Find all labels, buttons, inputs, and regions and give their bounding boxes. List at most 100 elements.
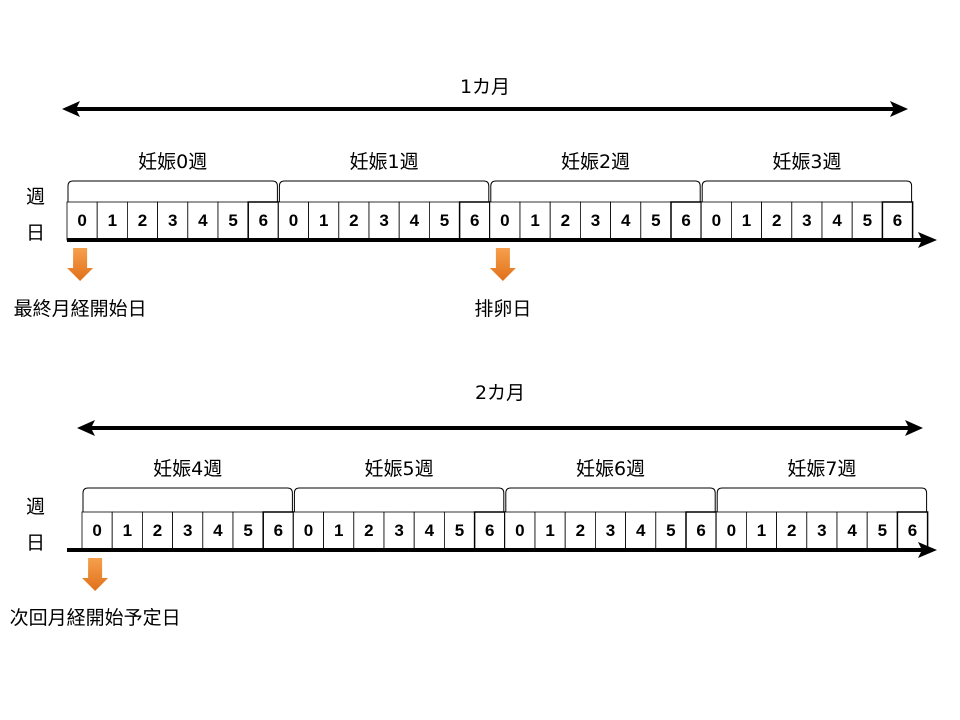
- week-label: 妊娠7週: [787, 458, 857, 480]
- day-number: 2: [152, 521, 163, 540]
- day-number: 6: [696, 521, 706, 540]
- day-cell: [549, 201, 581, 241]
- arrowhead-left-icon: [62, 101, 80, 117]
- day-cell: [896, 511, 929, 551]
- week-bracket: [701, 180, 913, 202]
- day-number: 4: [635, 521, 646, 540]
- day-number: 1: [756, 521, 767, 540]
- week-bracket: [67, 180, 278, 202]
- week-label: 妊娠3週: [772, 151, 842, 173]
- day-number: 2: [137, 211, 148, 230]
- day-number: 4: [213, 521, 223, 540]
- day-number: 6: [273, 521, 284, 540]
- day-number: 5: [862, 211, 873, 230]
- axis-arrowhead-icon: [918, 232, 937, 248]
- day-number: 5: [666, 521, 676, 540]
- day-number: 2: [771, 211, 782, 230]
- day-number: 2: [786, 521, 797, 540]
- day-number: 5: [651, 211, 661, 230]
- day-cell: [715, 511, 747, 551]
- week-bracket: [490, 180, 701, 202]
- arrowhead-right-icon: [905, 420, 923, 436]
- day-number: 0: [515, 521, 525, 540]
- day-number: 3: [590, 211, 601, 230]
- day-cell: [172, 511, 204, 551]
- day-number: 6: [681, 211, 691, 230]
- day-number: 6: [469, 211, 480, 230]
- day-number: 2: [560, 211, 571, 230]
- day-number: 0: [92, 521, 102, 540]
- day-cell: [443, 511, 475, 551]
- day-number: 4: [424, 521, 435, 540]
- day-number: 6: [907, 521, 918, 540]
- arrowhead-right-icon: [890, 101, 908, 117]
- day-number: 1: [530, 211, 540, 230]
- day-cell: [66, 201, 98, 241]
- day-cell: [232, 511, 264, 551]
- day-number: 1: [741, 211, 752, 230]
- day-number: 1: [107, 211, 118, 230]
- day-number: 3: [182, 521, 193, 540]
- day-number: 0: [303, 521, 314, 540]
- day-number: 0: [726, 521, 737, 540]
- arrowhead-left-icon: [77, 420, 95, 436]
- day-number: 3: [817, 521, 827, 540]
- week-label: 妊娠2週: [560, 151, 631, 173]
- day-number: 3: [379, 211, 389, 230]
- day-number: 1: [318, 211, 329, 230]
- month-title: 2カ月: [474, 382, 526, 404]
- day-number: 2: [575, 521, 586, 540]
- week-bracket: [293, 487, 505, 512]
- day-number: 0: [500, 211, 510, 230]
- day-number: 2: [349, 211, 359, 230]
- day-axis-label: 日: [26, 532, 46, 554]
- week-label: 妊娠1週: [349, 151, 419, 173]
- day-number: 4: [832, 211, 842, 230]
- day-cell: [866, 511, 898, 551]
- day-number: 6: [258, 211, 269, 230]
- day-cell: [383, 511, 415, 551]
- week-label: 妊娠5週: [364, 458, 434, 480]
- day-number: 5: [439, 211, 450, 230]
- day-number: 3: [605, 521, 616, 540]
- day-cell: [534, 511, 566, 551]
- day-cell: [731, 201, 763, 241]
- day-number: 4: [409, 211, 420, 230]
- week-label: 妊娠6週: [575, 458, 646, 480]
- day-number: 4: [620, 211, 631, 230]
- day-cell: [157, 201, 189, 241]
- day-number: 6: [484, 521, 495, 540]
- day-cell: [746, 511, 778, 551]
- day-cell: [806, 511, 838, 551]
- day-number: 5: [454, 521, 465, 540]
- day-cell: [776, 511, 808, 551]
- day-number: 6: [892, 211, 903, 230]
- day-number: 5: [877, 521, 888, 540]
- day-cell: [655, 511, 687, 551]
- week-bracket: [278, 180, 490, 202]
- week-label: 妊娠0週: [138, 151, 208, 173]
- day-number: 0: [288, 211, 299, 230]
- day-number: 0: [711, 211, 722, 230]
- day-cell: [141, 511, 173, 551]
- day-cell: [428, 201, 460, 241]
- day-number: 1: [333, 521, 344, 540]
- day-number: 1: [122, 521, 133, 540]
- week-label: 妊娠4週: [153, 458, 223, 480]
- day-number: 1: [545, 521, 555, 540]
- day-number: 5: [243, 521, 253, 540]
- week-axis-label: 週: [26, 186, 46, 208]
- marker-label: 最終月経開始日: [13, 298, 147, 320]
- day-cell: [625, 511, 657, 551]
- down-arrow-icon: [67, 248, 94, 281]
- day-axis-label: 日: [26, 222, 46, 244]
- day-cell: [308, 201, 340, 241]
- day-cell: [292, 511, 324, 551]
- day-number: 4: [847, 521, 857, 540]
- day-cell: [368, 201, 400, 241]
- down-arrow-icon: [489, 248, 516, 281]
- day-number: 0: [77, 211, 87, 230]
- day-cell: [685, 511, 717, 551]
- day-cell: [127, 201, 159, 241]
